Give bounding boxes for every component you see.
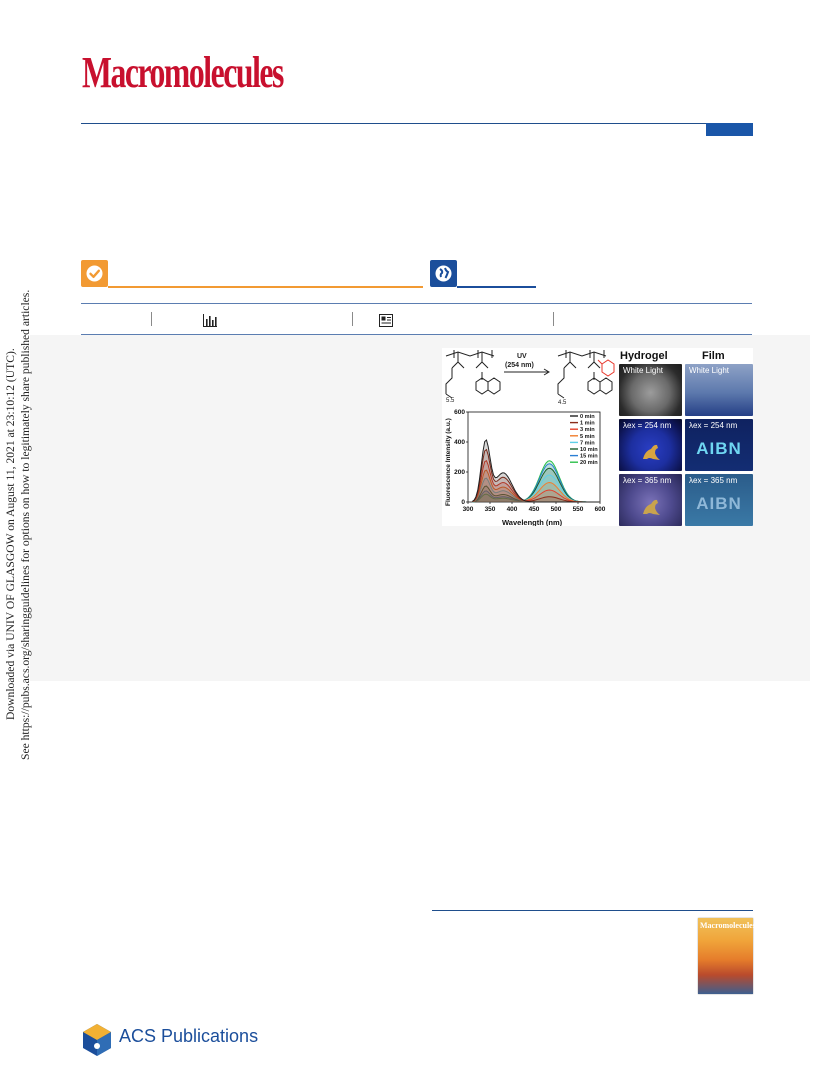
open-access-badge[interactable] <box>81 260 108 287</box>
metrics-separator <box>553 312 554 326</box>
legend-label: 5 min <box>580 434 595 440</box>
acs-logo-icon <box>83 1024 111 1056</box>
polymer-scheme: 5.5 4.5 UV (254 nm) <box>445 350 615 406</box>
footer-rule <box>432 910 753 911</box>
ex-365-label: λex = 365 nm <box>623 476 672 485</box>
subscript-left: 5.5 <box>446 398 455 404</box>
series-area <box>472 475 600 502</box>
film-white-light-photo: White Light <box>685 364 753 416</box>
x-tick-label: 400 <box>507 506 518 513</box>
hydrogel-254nm-photo: λex = 254 nm <box>619 419 682 471</box>
subscript-right: 4.5 <box>558 400 567 406</box>
y-tick-label: 400 <box>454 439 465 446</box>
download-notice-line1: Downloaded via UNIV OF GLASGOW on August… <box>4 348 17 720</box>
license-underline <box>457 286 536 288</box>
ex-365-label-film: λex = 365 nm <box>689 476 738 485</box>
license-badge[interactable] <box>430 260 457 287</box>
hydrogel-white-light-photo: White Light <box>619 364 682 416</box>
metrics-separator <box>151 312 152 326</box>
chart-x-label: Wavelength (nm) <box>502 518 563 526</box>
uv-wavelength-label: (254 nm) <box>505 362 534 369</box>
metrics-rule-top <box>81 303 752 304</box>
series-area <box>472 440 600 502</box>
uv-label: UV <box>517 353 527 360</box>
film-365nm-photo: λex = 365 nm AIBN <box>685 474 753 526</box>
white-light-label: White Light <box>623 366 664 375</box>
globe-icon <box>435 265 452 282</box>
open-access-underline <box>108 286 423 288</box>
x-tick-label: 450 <box>529 506 540 513</box>
ex-254-label-film: λex = 254 nm <box>689 421 738 430</box>
legend-label: 15 min <box>580 454 598 460</box>
fluorescence-chart: Fluorescence Intensity (a.u.) Wavelength… <box>445 409 606 526</box>
series-area <box>472 468 600 502</box>
series-area <box>472 460 600 502</box>
journal-title: Macromolecules <box>82 48 284 97</box>
publisher-name: ACS Publications <box>119 1026 259 1046</box>
download-notice-line2: See https://pubs.acs.org/sharingguidelin… <box>19 289 32 760</box>
journal-cover-thumbnail[interactable]: Macromolecules <box>698 918 756 994</box>
hydrogel-header: Hydrogel <box>620 350 668 362</box>
cover-title: Macromolecules <box>700 921 756 930</box>
x-tick-label: 500 <box>551 506 562 513</box>
film-text-365: AIBN <box>696 494 742 513</box>
film-254nm-photo: λex = 254 nm AIBN <box>685 419 753 471</box>
x-tick-label: 600 <box>595 506 606 513</box>
series-area <box>472 449 600 502</box>
legend-label: 1 min <box>580 421 595 427</box>
x-tick-label: 350 <box>485 506 496 513</box>
metrics-rule-bottom <box>81 334 752 335</box>
legend-label: 20 min <box>580 460 598 466</box>
x-tick-label: 550 <box>573 506 584 513</box>
check-circle-icon <box>86 265 103 282</box>
kangaroo-icon <box>643 499 660 515</box>
series-area <box>472 470 600 502</box>
y-tick-label: 600 <box>454 409 465 416</box>
chart-y-label: Fluorescence Intensity (a.u.) <box>445 418 452 506</box>
x-tick-label: 300 <box>463 506 474 513</box>
legend-label: 7 min <box>580 440 595 446</box>
kangaroo-icon <box>643 444 660 460</box>
header-tab-corner <box>706 123 753 136</box>
series-line <box>472 439 600 503</box>
article-recommendations-icon[interactable] <box>379 314 393 327</box>
y-tick-label: 0 <box>461 499 465 506</box>
metrics-chart-icon[interactable] <box>203 314 217 327</box>
film-text-254: AIBN <box>696 439 742 458</box>
metrics-separator <box>352 312 353 326</box>
ex-254-label: λex = 254 nm <box>623 421 672 430</box>
film-header: Film <box>702 350 725 362</box>
y-tick-label: 200 <box>454 469 465 476</box>
toc-graphic: 5.5 4.5 UV (254 nm) Fluorescence Intensi… <box>442 348 753 526</box>
hydrogel-365nm-photo: λex = 365 nm <box>619 474 682 526</box>
legend-label: 3 min <box>580 427 595 433</box>
header-rule <box>81 123 752 124</box>
legend-label: 0 min <box>580 414 595 420</box>
white-light-label-film: White Light <box>689 366 730 375</box>
legend-label: 10 min <box>580 447 598 453</box>
